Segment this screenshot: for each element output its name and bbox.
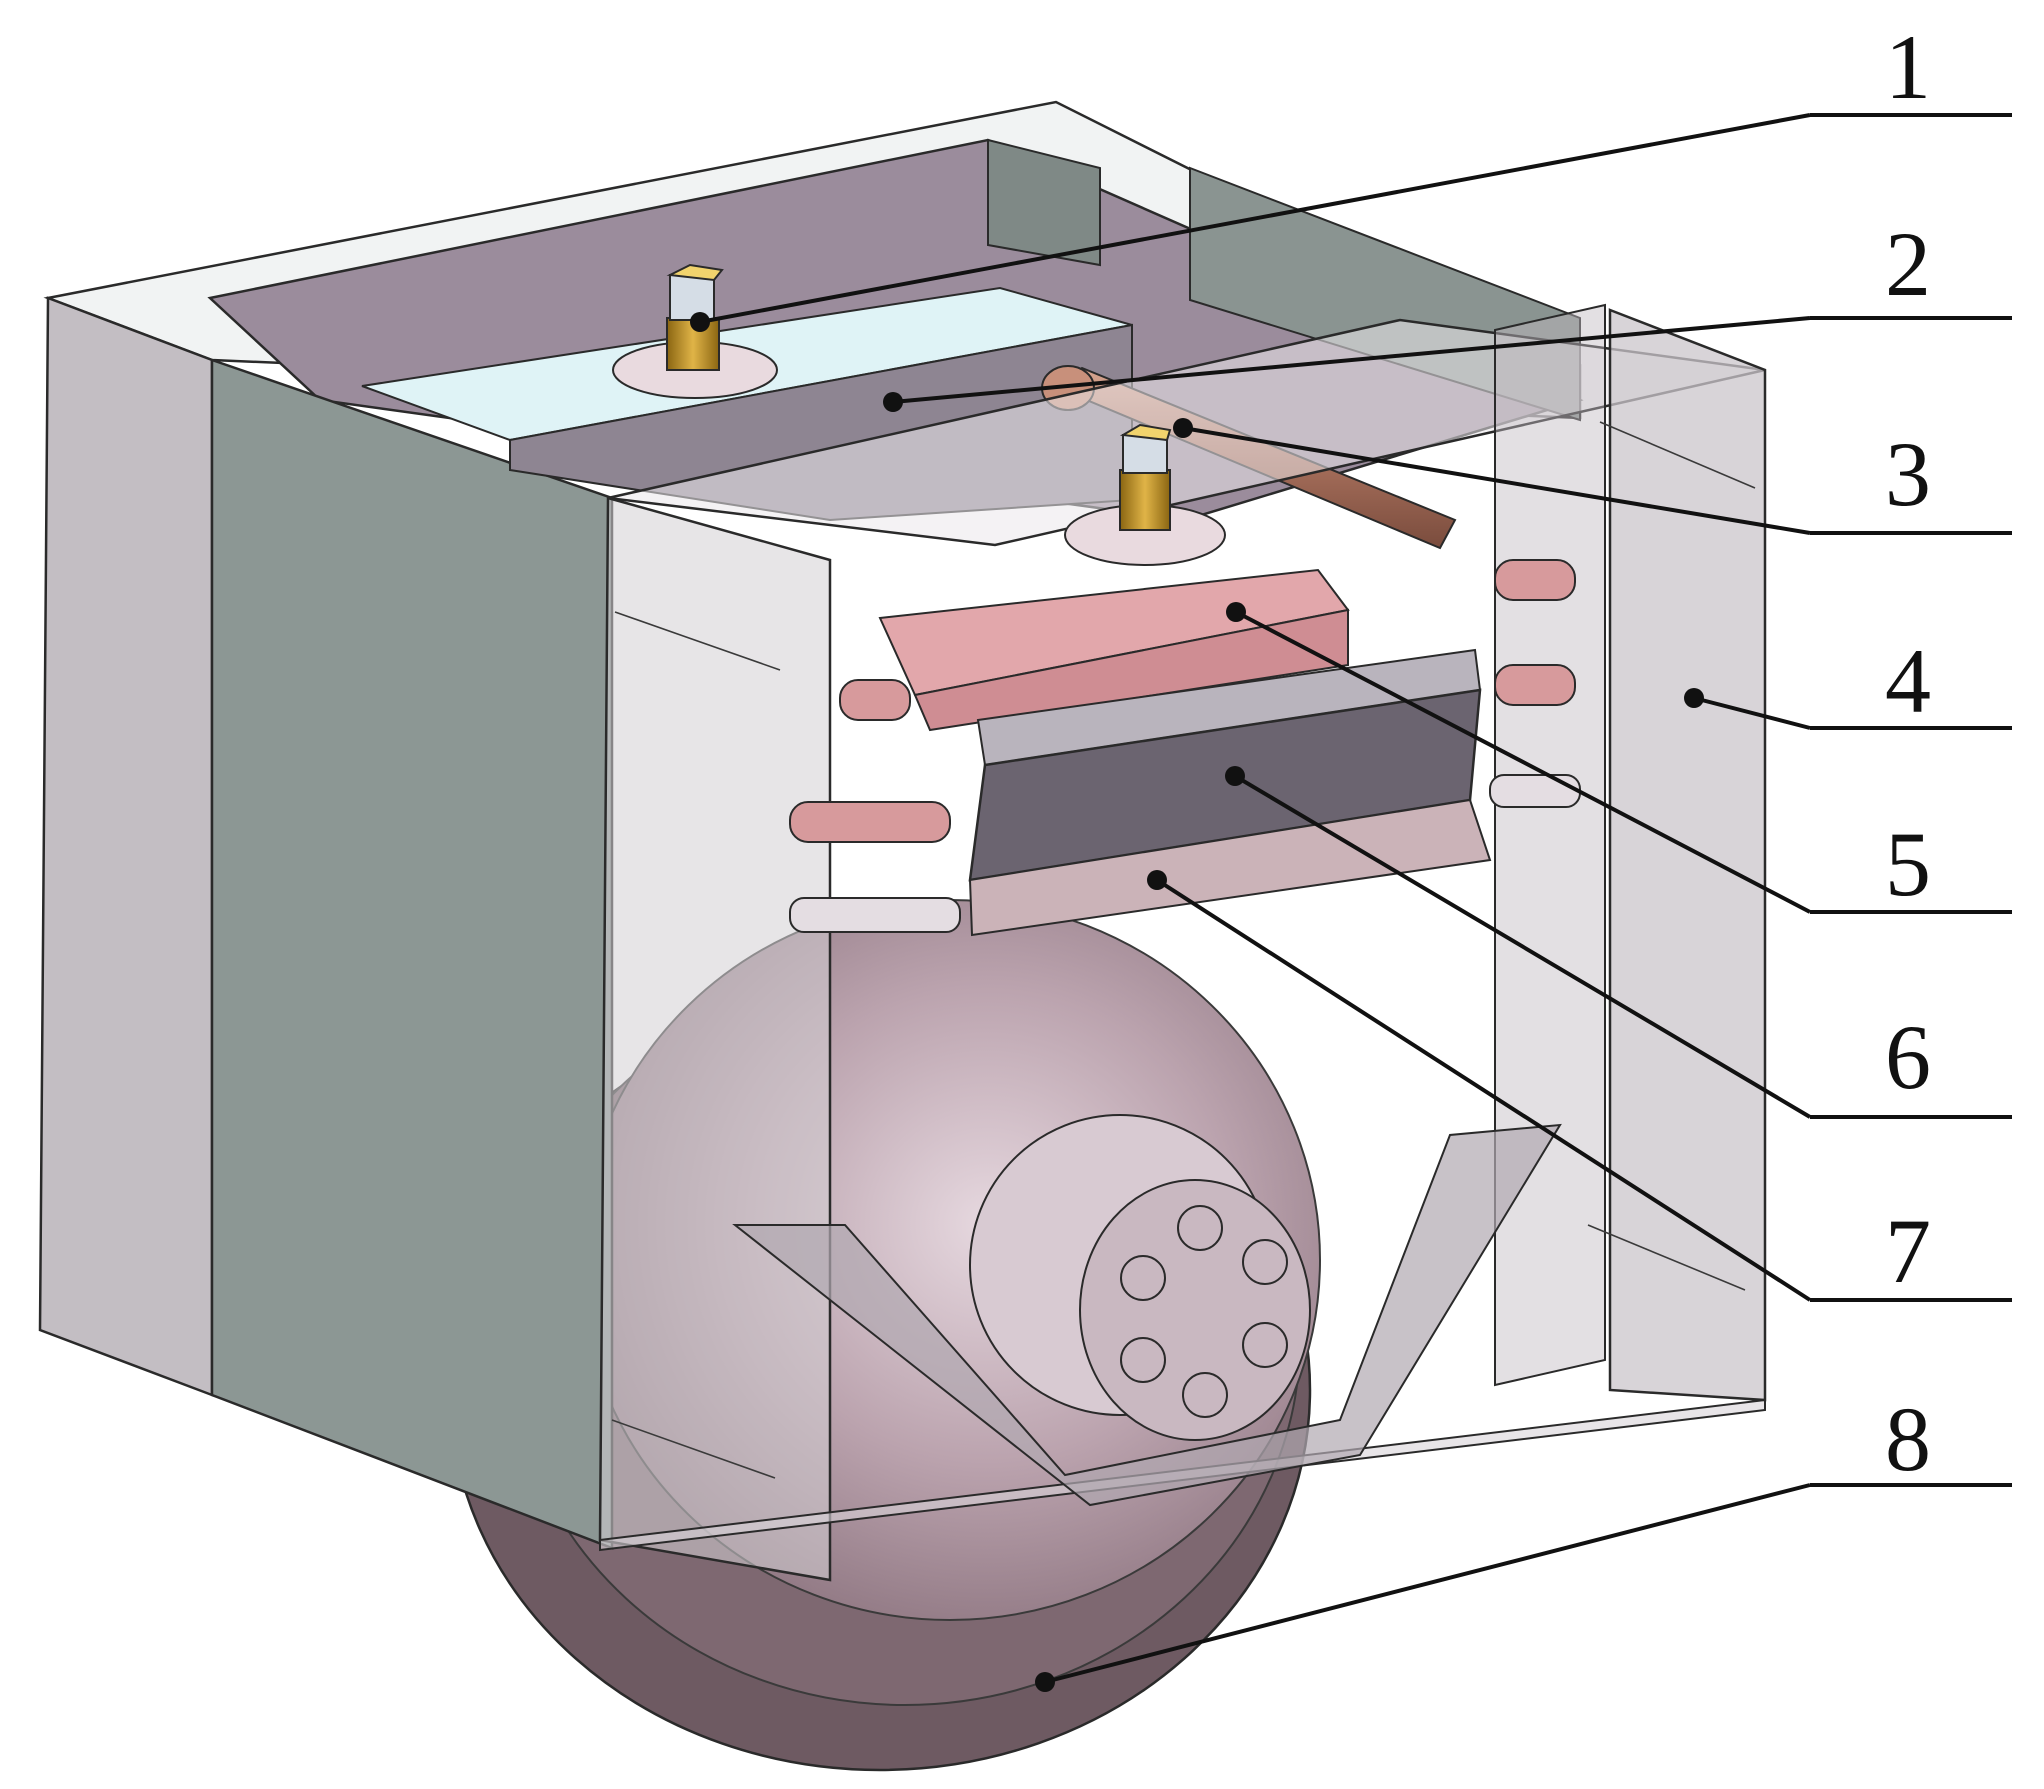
hub-bolt: [1182, 1372, 1228, 1418]
leader-line-4: [1693, 696, 1811, 730]
leader-dot-3: [1173, 418, 1193, 438]
housing-left-side: [38, 296, 214, 1397]
hub-bolt: [1120, 1337, 1166, 1383]
frame-pin: [611, 1419, 776, 1479]
leader-line-8: [1044, 1483, 1811, 1684]
leader-dot-8: [1035, 1672, 1055, 1692]
leader-dot-7: [1147, 870, 1167, 890]
callout-number-6: 6: [1885, 1006, 1931, 1108]
callout-number-4: 4: [1885, 630, 1931, 732]
hub-bolt: [1242, 1322, 1288, 1368]
axle-box-plate: [968, 798, 1492, 937]
axle-bolt: [1494, 559, 1576, 601]
leader-dot-2: [883, 392, 903, 412]
sensor-head: [669, 274, 715, 321]
callout-number-3: 3: [1885, 423, 1931, 525]
frame-pin: [1599, 421, 1756, 489]
clamp-sensor-body: [1119, 469, 1171, 531]
hub-bolts: [1120, 1205, 1288, 1418]
axle-bolt: [789, 801, 951, 843]
axle-bolt: [1494, 664, 1576, 706]
leader-line-5: [1235, 610, 1811, 914]
callouts: 1 2 3 4 5 6: [690, 16, 2012, 1692]
axle-bolt: [789, 897, 961, 933]
axle-box-bracket: [732, 1123, 1562, 1507]
callout-number-8: 8: [1885, 1388, 1931, 1490]
callout-number-5: 5: [1885, 813, 1931, 915]
leader-dot-5: [1226, 602, 1246, 622]
cavity-dark-wall: [987, 138, 1101, 267]
leader-dot-6: [1225, 766, 1245, 786]
housing-front-face: [210, 358, 614, 1550]
clamp-block-front: [913, 608, 1349, 732]
axle-box: [732, 559, 1581, 1507]
housing-frame-front: [598, 496, 832, 1582]
callout-number-1: 1: [1885, 16, 1931, 118]
leader-line-1: [699, 113, 1811, 324]
leader-line-6: [1233, 774, 1812, 1119]
leader-line-7: [1155, 878, 1812, 1302]
hub-bolt: [1242, 1239, 1288, 1285]
spring-pad: [968, 648, 1482, 882]
leader-dot-1: [690, 312, 710, 332]
housing-frame-inner-right: [1494, 303, 1606, 1387]
sensor-cap: [666, 263, 724, 282]
frame-pin: [1587, 1224, 1746, 1291]
leader-line-2: [892, 316, 1811, 404]
frame-pin: [614, 611, 781, 671]
callout-number-2: 2: [1885, 213, 1931, 315]
hub-bolt: [1177, 1205, 1223, 1251]
clamp-sensor-head: [1122, 434, 1168, 474]
callout-number-7: 7: [1885, 1200, 1931, 1302]
leader-dot-4: [1684, 688, 1704, 708]
axle-bolt: [839, 679, 911, 721]
upper-clamp-block: [878, 423, 1350, 732]
axle-bolt: [1489, 774, 1581, 808]
clamp-sensor-cap: [1119, 423, 1172, 442]
sensor-top-plate: [612, 263, 778, 399]
leader-line-3: [1182, 426, 1811, 535]
hub-bolt: [1120, 1255, 1166, 1301]
wheel-hub: [969, 1114, 1311, 1441]
housing-frame-right: [1608, 308, 1767, 1402]
